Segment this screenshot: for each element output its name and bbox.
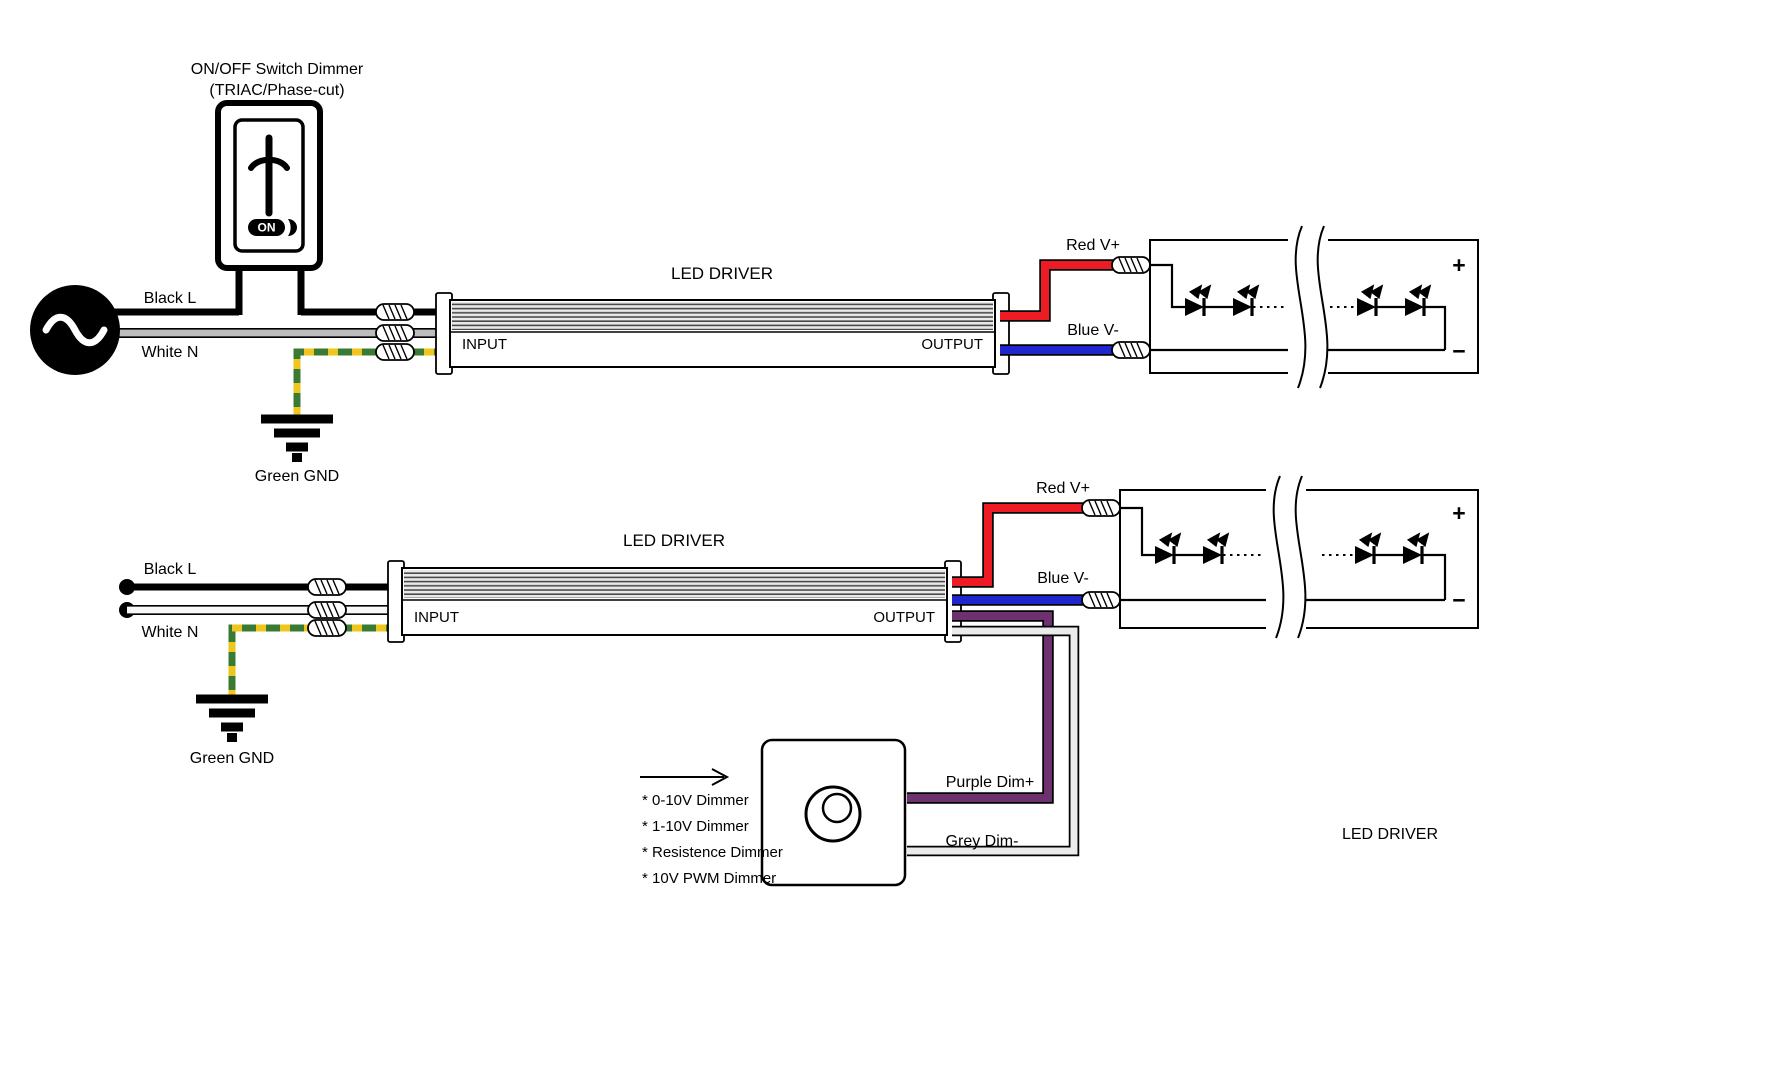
wire-core (907, 612, 1052, 802)
strip-plus-label: + (1452, 252, 1465, 278)
wire-red-vplus (952, 502, 1084, 588)
blue-vminus-label: Blue V- (1037, 570, 1089, 587)
led-icon (1357, 286, 1382, 316)
break-mark (1316, 225, 1329, 389)
dimmer-type-item: * Resistence Dimmer (642, 844, 783, 861)
input-label: INPUT (414, 609, 459, 626)
dimmer-knob (804, 785, 862, 843)
input-label: INPUT (462, 336, 507, 353)
driver-fins (404, 570, 945, 598)
led-driver-bottom (387, 560, 962, 643)
crescent-icon (288, 219, 297, 236)
wire-core (907, 627, 1078, 855)
wire-connector (375, 343, 415, 361)
white-n-label: White N (142, 624, 199, 641)
driver-title: LED DRIVER (623, 531, 725, 550)
led-icon (1185, 286, 1210, 316)
strip-wire-out (1423, 553, 1447, 600)
switch-on-label: ON (258, 221, 276, 235)
switch-toggle-crossbar (248, 156, 290, 171)
wire-purple-dim-plus (907, 610, 1054, 804)
switch-dimmer: ON (215, 100, 323, 271)
strip-break-mask (1288, 228, 1328, 386)
on-badge (248, 219, 285, 236)
output-label: OUTPUT (921, 336, 983, 353)
strip-wire-out (1425, 305, 1447, 350)
red-vplus-label: Red V+ (1036, 480, 1090, 497)
ground-symbol (261, 419, 333, 462)
strip-minus-label: − (1452, 338, 1465, 364)
wire-stripe (293, 348, 458, 419)
led-driver-top (435, 292, 1010, 375)
wire-connector (1111, 256, 1151, 274)
wire-stripe (228, 624, 410, 699)
wire-outline (1000, 259, 1114, 322)
wire-grey-dim-minus (907, 625, 1080, 857)
break-mark (1294, 475, 1307, 639)
top-circuit: ON (30, 61, 1479, 485)
strip-wire-in (1150, 263, 1185, 309)
blue-vminus-label: Blue V- (1067, 322, 1119, 339)
white-n-label: White N (142, 344, 199, 361)
dimmer-box (760, 738, 907, 887)
wire-connector (307, 578, 347, 596)
led-icon (1155, 534, 1180, 564)
dimmer-type-item: * 1-10V Dimmer (642, 818, 749, 835)
wire-connector (375, 303, 415, 321)
switch-title: ON/OFF Switch Dimmer (191, 61, 364, 78)
wire-outline (907, 610, 1054, 804)
wire-red-vplus (1000, 259, 1114, 322)
green-gnd-label: Green GND (190, 750, 274, 767)
green-gnd-label: Green GND (255, 468, 339, 485)
led-driver-caption: LED DRIVER (1342, 826, 1438, 843)
ground-symbol (196, 699, 268, 742)
wire-connector (1111, 341, 1151, 359)
strip-wire-in (1120, 506, 1155, 557)
break-mark (1272, 475, 1285, 639)
led-icon (1233, 286, 1258, 316)
arrow-right-icon (640, 768, 730, 786)
driver-fins (452, 302, 993, 330)
ac-source (30, 285, 120, 375)
purple-dim-label: Purple Dim+ (946, 774, 1034, 791)
switch-subtitle: (TRIAC/Phase-cut) (209, 82, 344, 99)
driver-title: LED DRIVER (671, 264, 773, 283)
wire-connector (1081, 591, 1121, 609)
wire-connector (307, 601, 347, 619)
break-mark (1294, 225, 1307, 389)
wire-connector (375, 324, 415, 342)
grey-dim-label: Grey Dim- (946, 833, 1019, 850)
red-vplus-label: Red V+ (1066, 237, 1120, 254)
strip-minus-label: − (1452, 587, 1465, 613)
wire-core (1000, 261, 1114, 320)
output-label: OUTPUT (873, 609, 935, 626)
led-icon (1203, 534, 1228, 564)
wire-core (228, 624, 410, 699)
dimmer-type-item: * 10V PWM Dimmer (642, 870, 776, 887)
wire-core (293, 348, 458, 419)
wire-connector (307, 619, 347, 637)
wire-green-gnd (293, 348, 458, 419)
sine-wave-icon (42, 313, 108, 347)
led-strip-bottom (1119, 475, 1479, 639)
black-l-label: Black L (144, 561, 197, 578)
led-icon (1355, 534, 1380, 564)
wire-connector (1081, 499, 1121, 517)
dimmer-knob-inner (821, 792, 853, 824)
strip-plus-label: + (1452, 500, 1465, 526)
black-l-label: Black L (144, 290, 197, 307)
wire-green-gnd (228, 624, 410, 699)
wire-core (952, 504, 1084, 586)
led-icon (1405, 286, 1430, 316)
dimmer-frame (760, 738, 907, 887)
bottom-circuit: * 0-10V Dimmer * 1-10V Dimmer * Resisten… (119, 475, 1479, 887)
dimmer-type-item: * 0-10V Dimmer (642, 792, 749, 809)
led-icon (1403, 534, 1428, 564)
strip-break-mask (1266, 478, 1306, 632)
led-strip-top (1149, 225, 1479, 389)
